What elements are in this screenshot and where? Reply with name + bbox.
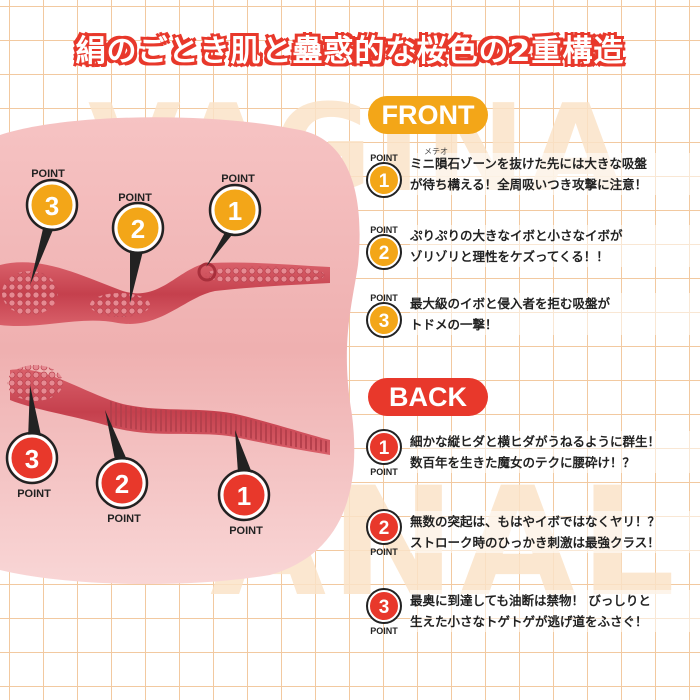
back-ridges bbox=[106, 401, 330, 453]
back-point-1-text: 細かな縦ヒダと横ヒダがうねるように群生！ 数百年を生きた魔女のテクに腰砕け！？ bbox=[410, 431, 700, 473]
front-suction-ring bbox=[197, 262, 217, 282]
front-point-1-text: ミニ隕石ゾーンを抜けた先には大きな吸盤 が待ち構える！全周吸いつき攻撃に注意！ bbox=[410, 153, 700, 195]
back-pin-1: 1 POINT bbox=[217, 430, 271, 537]
back-point-1: 1 POINT 細かな縦ヒダと横ヒダがうねるように群生！ 数百年を生きた魔女のテ… bbox=[362, 428, 700, 478]
back-point-3: 3 POINT 最奥に到達しても油断は禁物！ びっしりと 生えた小さなトゲトゲが… bbox=[362, 587, 700, 637]
svg-text:POINT: POINT bbox=[370, 225, 398, 235]
meteor-ruby: メテオ bbox=[424, 147, 448, 156]
front-bumps-mid bbox=[90, 293, 150, 317]
front-point-2-text: ぷりぷりの大きなイボと小さなイボが ゾリゾリと理性をケズってくる！！ bbox=[410, 225, 700, 267]
svg-text:1: 1 bbox=[379, 171, 390, 192]
front-bumps-entry bbox=[205, 266, 325, 284]
svg-text:2: 2 bbox=[379, 243, 390, 264]
front-pin-1-num: 1 bbox=[228, 196, 242, 226]
back-pin-2-num: 2 bbox=[115, 469, 129, 499]
front-pin-2-label: POINT bbox=[118, 192, 152, 204]
front-point-2-badge: POINT 2 bbox=[366, 225, 402, 270]
svg-text:POINT: POINT bbox=[370, 293, 398, 303]
front-pin-1-label: POINT bbox=[221, 173, 255, 185]
front-header: FRONT bbox=[368, 96, 488, 134]
front-pin-3-num: 3 bbox=[45, 191, 59, 221]
back-point-1-badge: 1 POINT bbox=[366, 429, 402, 477]
front-bumps-large bbox=[2, 271, 58, 315]
front-pin-3-label: POINT bbox=[31, 168, 65, 180]
back-point-3-text: 最奥に到達しても油断は禁物！ びっしりと 生えた小さなトゲトゲが逃げ道をふさぐ！ bbox=[410, 590, 700, 632]
product-body bbox=[0, 117, 360, 585]
front-pin-2: 2 POINT bbox=[111, 192, 165, 303]
front-point-3-text: 最大級のイボと侵入者を拒む吸盤が トドメの一撃！ bbox=[410, 293, 700, 335]
back-pin-3-label: POINT bbox=[17, 488, 51, 500]
svg-text:1: 1 bbox=[379, 438, 390, 459]
back-pin-3-num: 3 bbox=[25, 444, 39, 474]
back-header: BACK bbox=[368, 378, 488, 416]
svg-text:POINT: POINT bbox=[370, 467, 398, 477]
back-point-2-badge: 2 POINT bbox=[366, 509, 402, 557]
back-pin-1-num: 1 bbox=[237, 481, 251, 511]
front-point-1-badge: POINT 1 bbox=[366, 153, 402, 198]
page-title: 絹のごとき肌と蠱惑的な桜色の2重構造 bbox=[75, 34, 625, 69]
back-bumps bbox=[7, 365, 63, 401]
front-pin-3: 3 POINT bbox=[25, 168, 79, 285]
svg-text:POINT: POINT bbox=[370, 626, 398, 636]
svg-text:POINT: POINT bbox=[370, 547, 398, 557]
front-pin-2-num: 2 bbox=[131, 214, 145, 244]
svg-text:3: 3 bbox=[379, 597, 390, 618]
back-point-2-text: 無数の突起は、もはやイボではなくヤリ！？ ストローク時のひっかき刺激は最強クラス… bbox=[410, 511, 700, 553]
back-point-3-badge: 3 POINT bbox=[366, 588, 402, 636]
product-cross-section: 3 POINT 2 POINT 1 POINT 3 POINT 2 POINT … bbox=[0, 117, 360, 585]
back-pin-2: 2 POINT bbox=[95, 410, 149, 525]
back-point-2: 2 POINT 無数の突起は、もはやイボではなくヤリ！？ ストローク時のひっかき… bbox=[362, 508, 700, 558]
back-pin-1-label: POINT bbox=[229, 525, 263, 537]
front-point-3: POINT 3 最大級のイボと侵入者を拒む吸盤が トドメの一撃！ bbox=[362, 290, 700, 340]
svg-text:POINT: POINT bbox=[370, 153, 398, 163]
back-pin-3: 3 POINT bbox=[5, 385, 59, 500]
back-pin-2-label: POINT bbox=[107, 513, 141, 525]
front-point-2: POINT 2 ぷりぷりの大きなイボと小さなイボが ゾリゾリと理性をケズってくる… bbox=[362, 222, 700, 272]
front-pin-1: 1 POINT bbox=[206, 173, 262, 267]
front-point-3-badge: POINT 3 bbox=[366, 293, 402, 338]
svg-text:3: 3 bbox=[379, 311, 390, 332]
svg-text:2: 2 bbox=[379, 518, 390, 539]
front-point-1: POINT 1 ミニ隕石ゾーンを抜けた先には大きな吸盤 が待ち構える！全周吸いつ… bbox=[362, 150, 700, 200]
